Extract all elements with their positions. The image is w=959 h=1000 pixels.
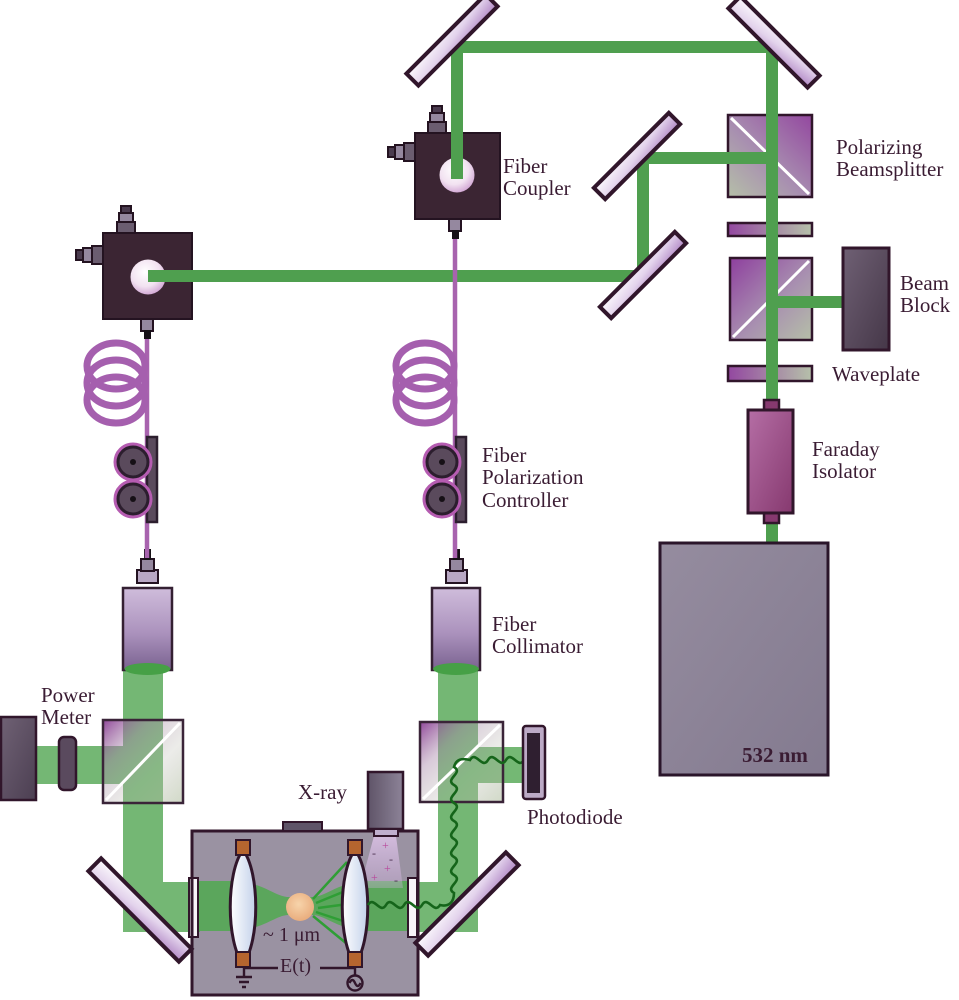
beamsplitter-cube-power-meter: [101, 718, 185, 805]
trap-lens-right: [340, 847, 370, 967]
power-meter-head: [0, 715, 38, 802]
svg-text:+: +: [384, 861, 391, 875]
trap-lens-left: [228, 847, 258, 967]
beamsplitter-cube-photodiode: [418, 720, 505, 804]
label-fiber-coupler: Fiber Coupler: [503, 154, 571, 201]
label-fiber-polarization-controller: Fiber Polarization Controller: [482, 443, 584, 512]
laser-532nm: [658, 541, 830, 777]
label-faraday-isolator: Faraday Isolator: [812, 437, 880, 484]
fiber-collimator-left: [121, 549, 174, 675]
photodiode-signal-wire: [366, 755, 526, 910]
label-fiber-collimator: Fiber Collimator: [492, 612, 583, 659]
svg-text:-: -: [389, 852, 393, 866]
photodiode: [521, 724, 547, 801]
label-xray: X-ray: [298, 780, 347, 804]
fiber-polarization-controller-left: [113, 435, 159, 524]
label-photodiode: Photodiode: [527, 805, 623, 829]
label-power-meter: Power Meter: [41, 683, 95, 730]
label-waveplate: Waveplate: [832, 362, 921, 386]
fiber-collimator-right: [430, 549, 482, 675]
electrode-circuit: [236, 966, 364, 992]
svg-text:-: -: [372, 846, 376, 860]
chamber-lid-port: [282, 821, 323, 832]
label-laser-wavelength: 532 nm: [742, 743, 808, 767]
fiber-polarization-controller-right: [422, 435, 468, 524]
svg-text:+: +: [382, 838, 389, 852]
fiber-left: [83, 318, 154, 558]
trapped-particle: [286, 893, 314, 921]
mirror-bottom-right: [412, 849, 522, 959]
mirror-middle-lower: [597, 229, 689, 321]
svg-text:-: -: [394, 873, 398, 887]
attenuator-disk: [57, 735, 78, 792]
xray-cone: + - - + + -: [360, 836, 403, 888]
label-beam-block: Beam Block: [900, 271, 951, 318]
beam-block: [841, 246, 891, 352]
svg-text:+: +: [371, 870, 378, 884]
mirror-top-left: [403, 0, 501, 89]
label-electric-field: E(t): [280, 955, 312, 977]
label-particle-size: ~ 1 μm: [263, 924, 321, 946]
mirror-bottom-left: [85, 855, 195, 965]
mirror-top-right: [725, 0, 823, 91]
xray-tube: [366, 770, 405, 837]
faraday-isolator: [746, 398, 795, 525]
mirror-middle-upper: [591, 110, 683, 202]
label-polarizing-beamsplitter: Polarizing Beamsplitter: [836, 135, 944, 182]
